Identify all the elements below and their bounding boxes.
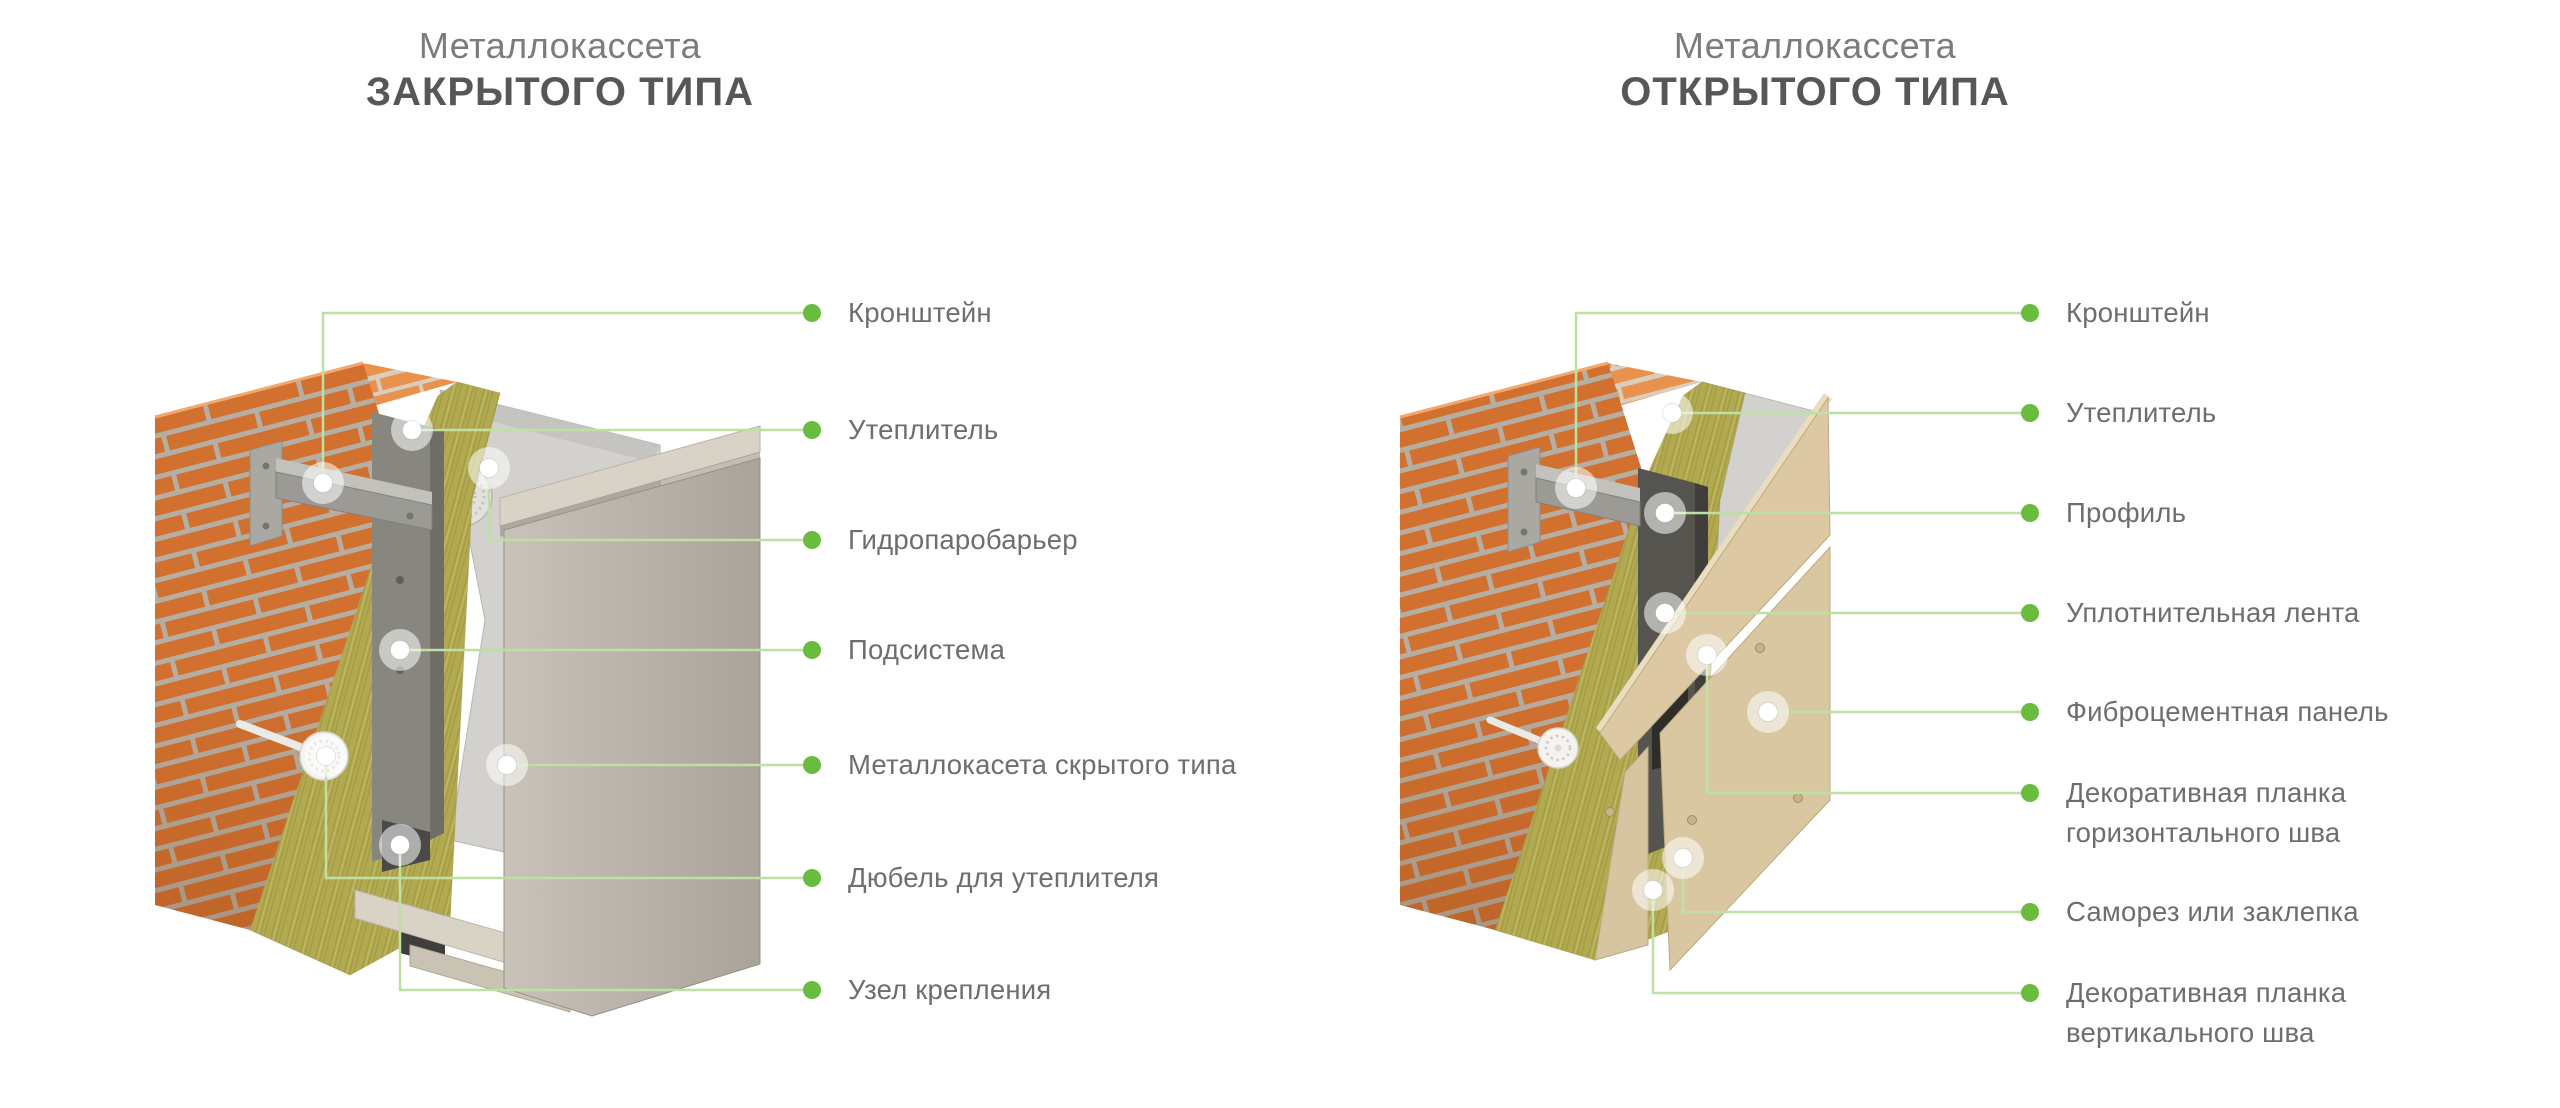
callout-text: Декоративная планка горизонтального шва (2066, 777, 2347, 848)
callout-dot (803, 641, 821, 659)
callout-label-planka-vertikalnogo-shva: Декоративная планка вертикального шва (2021, 973, 2501, 1053)
callout-label-uteplitel: Утеплитель (803, 410, 1283, 450)
callout-label-kronshteyn: Кронштейн (803, 293, 1283, 333)
callout-label-uteplitel: Утеплитель (2021, 393, 2501, 433)
callout-text: Гидропаробарьер (848, 524, 1078, 555)
callout-dot (2021, 604, 2039, 622)
insulation-dowel (1486, 716, 1579, 769)
callout-label-dyubel: Дюбель для утеплителя (803, 858, 1283, 898)
closed-type-illustration (154, 361, 761, 1017)
open-type-title: Металлокассета ОТКРЫТОГО ТИПА (1515, 24, 2115, 116)
callout-text: Саморез или заклепка (2066, 896, 2359, 927)
vertical-profile (372, 412, 444, 872)
callout-label-metallokaseta-skrytogo-tipa: Металлокасета скрытого типа (803, 745, 1283, 785)
callout-dot (803, 304, 821, 322)
callout-text: Уплотнительная лента (2066, 597, 2360, 628)
callout-label-uzel-krepleniya: Узел крепления (803, 970, 1283, 1010)
callout-text: Узел крепления (848, 974, 1052, 1005)
cassette-panel (499, 425, 761, 1017)
title-line2: ОТКРЫТОГО ТИПА (1620, 70, 2010, 114)
callout-label-fibrocementnaya-panel: Фиброцементная панель (2021, 692, 2501, 732)
callout-dot (803, 531, 821, 549)
callout-text: Декоративная планка вертикального шва (2066, 977, 2347, 1048)
callout-dot (2021, 404, 2039, 422)
callout-label-podsistema: Подсистема (803, 630, 1283, 670)
callout-dot (2021, 504, 2039, 522)
panel-screws (1605, 643, 1803, 825)
callout-text: Металлокасета скрытого типа (848, 749, 1237, 780)
title-line2: ЗАКРЫТОГО ТИПА (366, 70, 754, 114)
open-type-illustration (1399, 361, 1832, 972)
callout-text: Фиброцементная панель (2066, 696, 2389, 727)
callout-dot (2021, 304, 2039, 322)
callout-dot (2021, 784, 2039, 802)
callout-dot (2021, 984, 2039, 1002)
callout-text: Утеплитель (2066, 397, 2217, 428)
callout-dot (2021, 903, 2039, 921)
callout-dot (803, 756, 821, 774)
callout-label-uplotnitelnaya-lenta: Уплотнительная лента (2021, 593, 2501, 633)
closed-type-title: Металлокассета ЗАКРЫТОГО ТИПА (260, 24, 860, 116)
callout-label-planka-gorizontalnogo-shva: Декоративная планка горизонтального шва (2021, 773, 2501, 853)
callout-text: Дюбель для утеплителя (848, 862, 1160, 893)
callout-text: Кронштейн (848, 297, 992, 328)
callout-label-profil: Профиль (2021, 493, 2501, 533)
callout-label-kronshteyn: Кронштейн (2021, 293, 2501, 333)
callout-text: Подсистема (848, 634, 1006, 665)
callout-label-samorez: Саморез или заклепка (2021, 892, 2501, 932)
title-line1: Металлокассета (1673, 25, 1957, 66)
callout-dot (803, 421, 821, 439)
callout-text: Утеплитель (848, 414, 999, 445)
callout-dot (803, 869, 821, 887)
callout-dot (2021, 703, 2039, 721)
callout-label-gidroparobarier: Гидропаробарьер (803, 520, 1283, 560)
callout-text: Кронштейн (2066, 297, 2210, 328)
callout-dot (803, 981, 821, 999)
callout-text: Профиль (2066, 497, 2187, 528)
title-line1: Металлокассета (418, 25, 702, 66)
